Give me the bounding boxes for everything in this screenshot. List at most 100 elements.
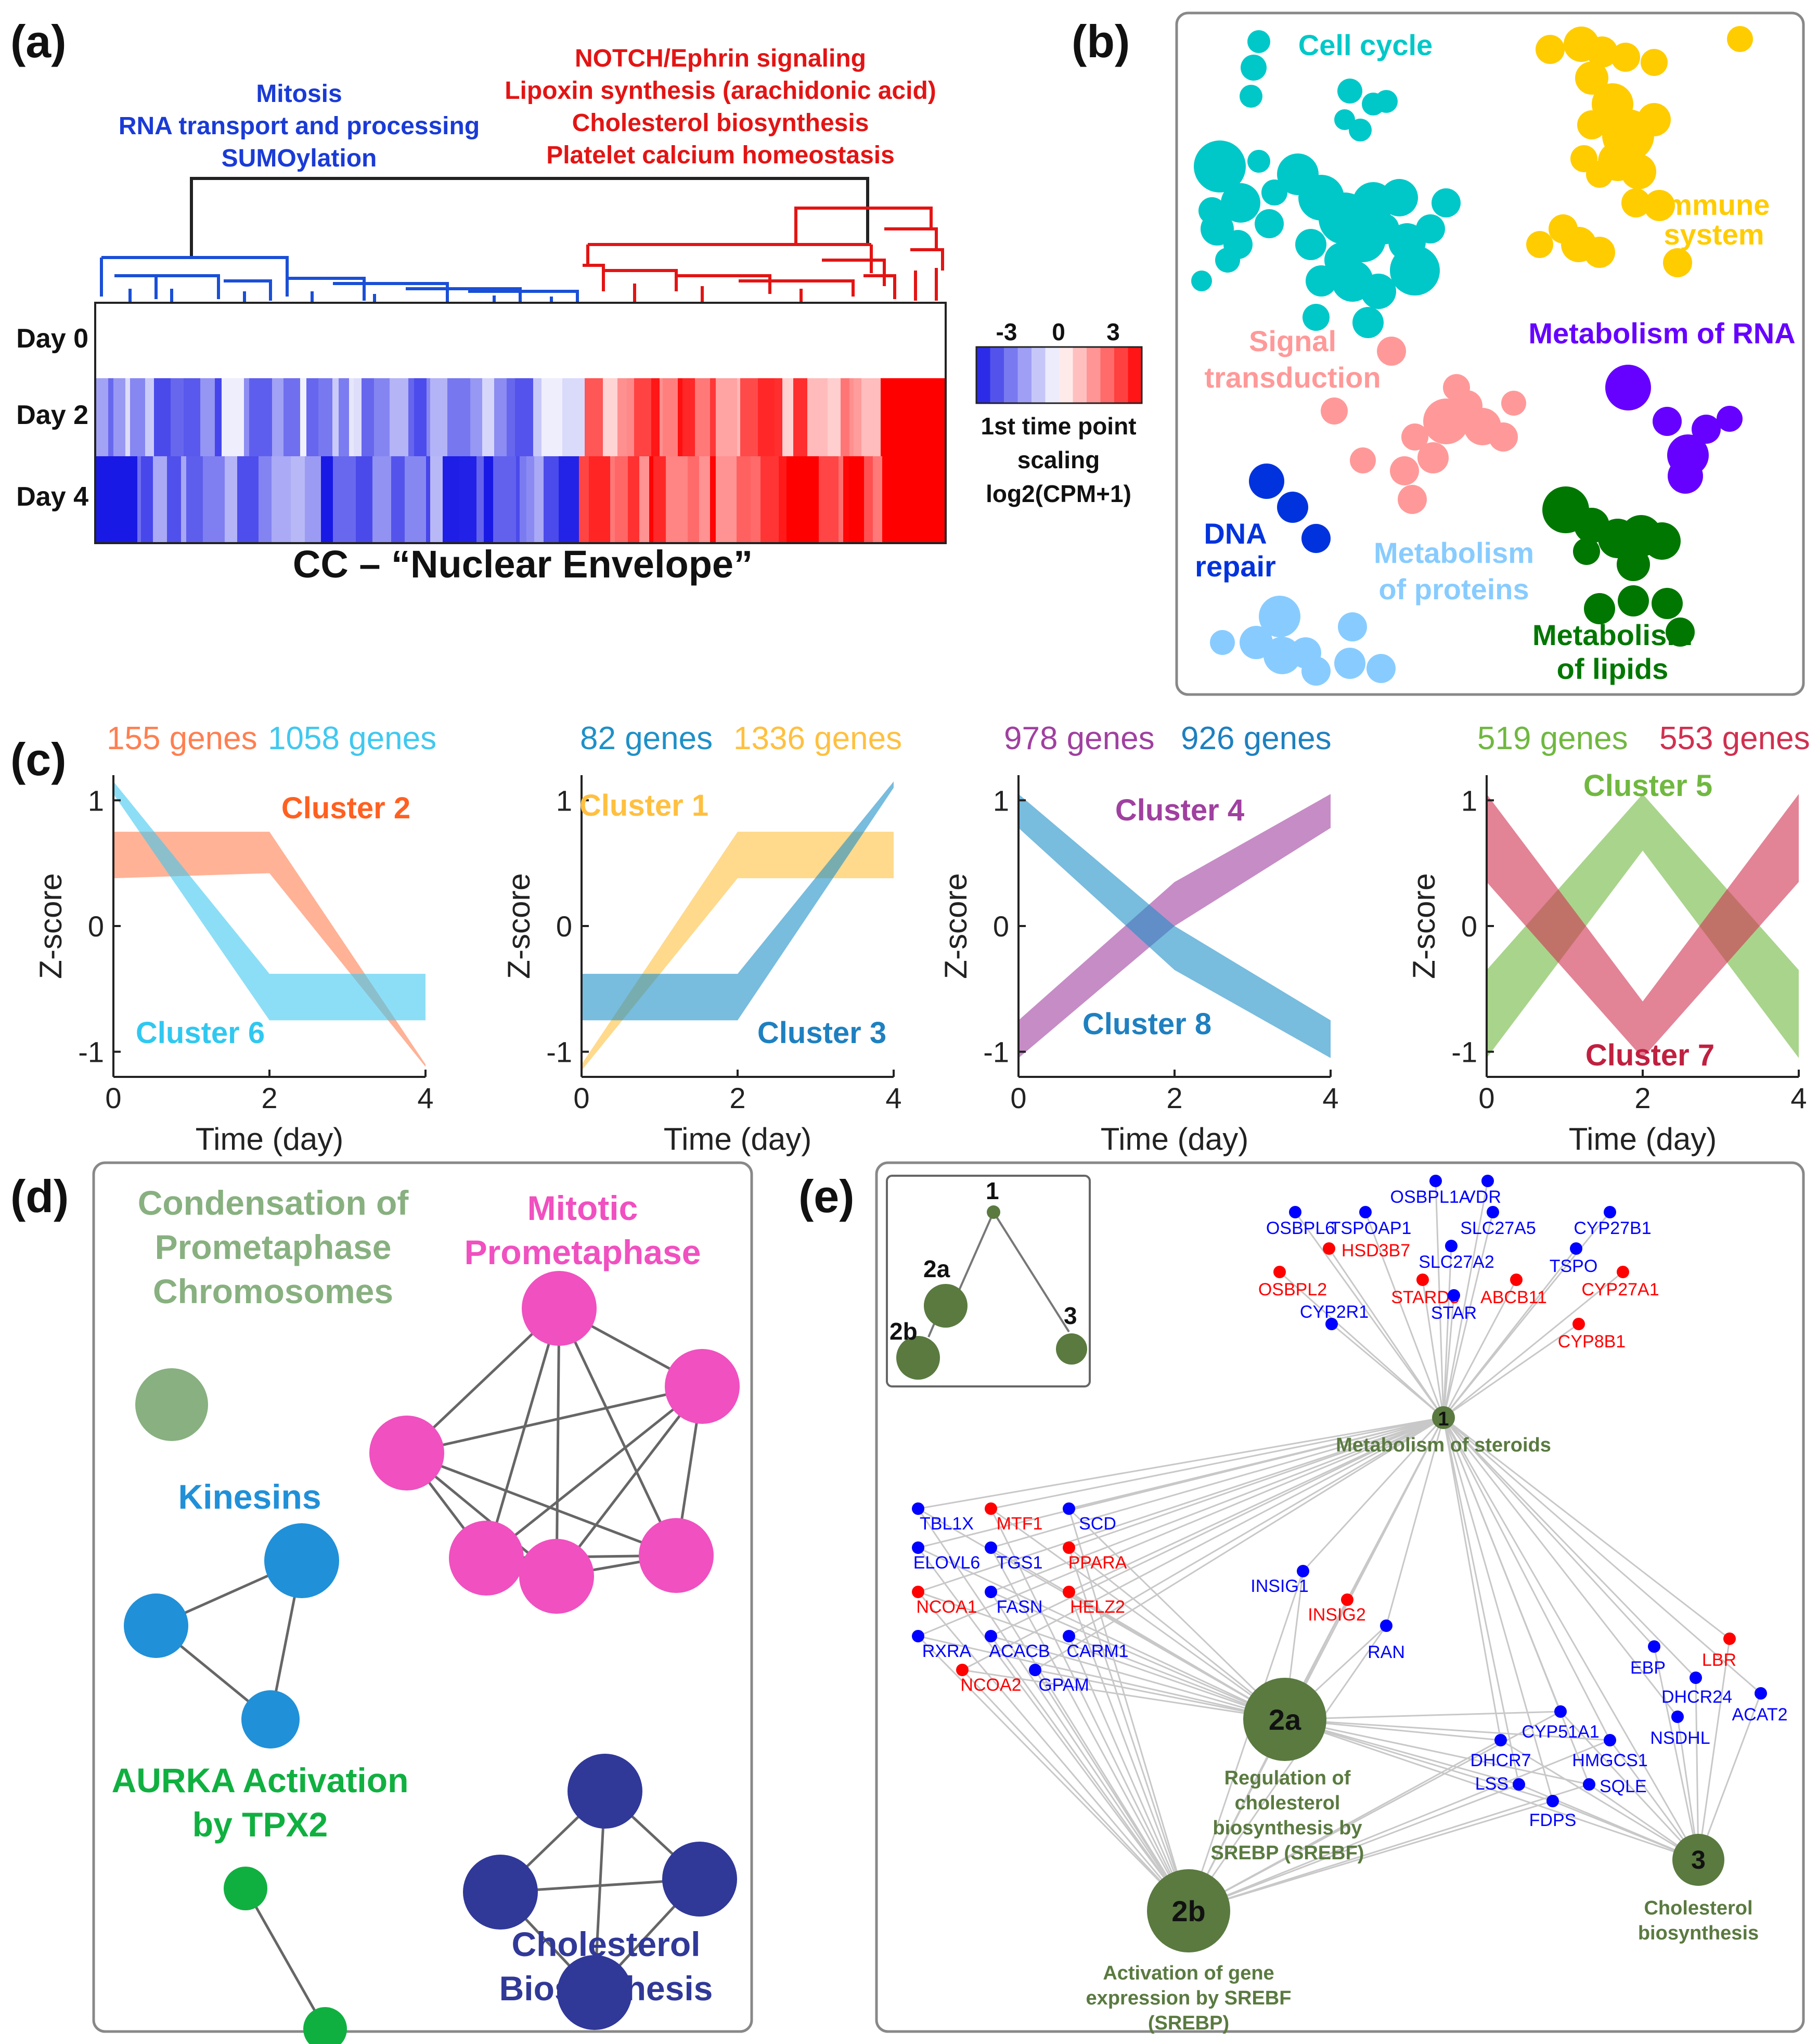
heatmap-cell [828, 378, 841, 456]
x-axis-label: Time (day) [196, 1122, 343, 1156]
pathway-bubble [1191, 271, 1212, 291]
heatmap-cell [443, 456, 460, 543]
gene-edge [1442, 1279, 1517, 1418]
heatmap-cell [639, 456, 650, 543]
pathway-bubble [1536, 35, 1565, 64]
gene-label: DHCR24 [1661, 1687, 1732, 1707]
blue-term-3: SUMOylation [222, 145, 377, 172]
heatmap-cell [758, 378, 775, 456]
row-label-day0: Day 0 [16, 324, 88, 354]
gene-edge [1188, 1783, 1519, 1912]
hub-id-1: 1 [1438, 1408, 1449, 1430]
heatmap-cell [476, 456, 484, 543]
pathway-bubble [1215, 248, 1240, 273]
gene-dot [1380, 1619, 1392, 1632]
panel-d: (d) Condensation of Prometaphase Chromos… [10, 1161, 753, 2044]
hub-label-2a-1: Regulation of [1224, 1767, 1351, 1789]
heatmap-cell [627, 378, 635, 456]
heatmap-cell [634, 378, 652, 456]
heatmap-cell [534, 456, 544, 543]
pathway-bubble [1653, 407, 1682, 436]
hub-label-3-2: biosynthesis [1638, 1922, 1759, 1944]
gene-label: CYP2R1 [1300, 1302, 1369, 1322]
gene-label: SLC27A5 [1460, 1218, 1536, 1238]
pathway-bubble [1240, 85, 1262, 108]
gene-edge [1443, 1417, 1730, 1640]
gene-edge [1068, 1547, 1285, 1720]
gene-dot [1297, 1565, 1309, 1577]
pathway-bubble [1350, 447, 1376, 473]
gene-edge [1442, 1417, 1520, 1785]
gene-edge [1284, 1711, 1561, 1720]
gene-edge [1500, 1739, 1699, 1861]
gene-edge [1559, 1711, 1699, 1861]
gene-dot [1063, 1502, 1075, 1515]
gene-dot [1494, 1734, 1507, 1746]
cluster-label: Cluster 5 [1583, 769, 1712, 803]
network-node [662, 1842, 737, 1917]
heatmap-cell [854, 378, 862, 456]
gene-dot [956, 1664, 969, 1676]
gene-label: OSBPL6 [1266, 1218, 1335, 1238]
pathway-bubble [1432, 188, 1461, 217]
gene-count: 978 genes [1004, 721, 1155, 756]
network-node [303, 2007, 347, 2044]
gene-label: TSPOAP1 [1330, 1218, 1412, 1238]
gene-count: 553 genes [1659, 721, 1810, 756]
heatmap-cell [663, 378, 678, 456]
colorbar: -3 0 3 1st time point scaling log2(CPM+1… [975, 318, 1143, 507]
gene-label: OSBPL1A [1390, 1187, 1471, 1207]
gene-label: FDPS [1529, 1810, 1577, 1830]
heatmap-cell [484, 456, 494, 543]
gene-dot [1448, 1289, 1460, 1302]
dendrogram-blue-branch [287, 277, 366, 301]
heatmap-cell [332, 378, 339, 456]
heatmap-cell [121, 456, 126, 543]
gene-dot [1690, 1672, 1702, 1684]
gene-dot [1554, 1705, 1567, 1718]
heatmap-cell [362, 378, 375, 456]
dendrogram-red-branch [863, 274, 896, 299]
x-axis-label: Time (day) [1101, 1122, 1248, 1156]
gene-dot [912, 1586, 924, 1598]
heatmap-cell [493, 456, 517, 543]
hub-node-3 [1672, 1834, 1724, 1886]
gene-dot [1481, 1175, 1494, 1187]
gene-label: TGS1 [997, 1553, 1043, 1573]
group-title-mitotic-1: Mitotic [527, 1189, 638, 1227]
gene-label: MTF1 [997, 1514, 1043, 1534]
row-label-day2: Day 2 [16, 400, 88, 430]
gene-edge [1035, 1669, 1285, 1720]
heatmap-cell [533, 378, 542, 456]
y-tick-label: -1 [546, 1036, 572, 1069]
heatmap-cell [653, 456, 666, 543]
pathway-bubble [1334, 648, 1365, 679]
gene-edge [1695, 1677, 1699, 1860]
inset-label-3: 3 [1064, 1302, 1077, 1329]
pathway-bubble [1587, 36, 1618, 68]
colorbar-segment [1017, 347, 1032, 403]
gene-label: INSIG2 [1308, 1605, 1365, 1625]
heatmap-cell [374, 378, 390, 456]
gene-edge [1068, 1636, 1190, 1911]
pathway-bubble [1618, 585, 1649, 616]
heatmap-cell [137, 456, 141, 543]
colorbar-segment [1004, 347, 1018, 403]
heatmap-cell [887, 378, 903, 456]
heatmap-cell [494, 378, 507, 456]
heatmap-cell [427, 378, 431, 456]
heatmap-cell [126, 456, 131, 543]
gene-dot [985, 1586, 997, 1598]
dendrogram-red-branch [603, 269, 678, 291]
heatmap-cell [515, 378, 534, 456]
colorbar-tick-low: -3 [996, 318, 1017, 345]
network-node [224, 1867, 267, 1910]
gene-label: SQLE [1600, 1777, 1647, 1796]
gene-dot [1429, 1175, 1442, 1187]
heatmap-cell [354, 378, 362, 456]
heatmap-cell [222, 378, 244, 456]
gene-edge [1442, 1295, 1455, 1418]
heatmap-cell [807, 378, 828, 456]
y-axis-label: Z-score [1407, 873, 1441, 979]
